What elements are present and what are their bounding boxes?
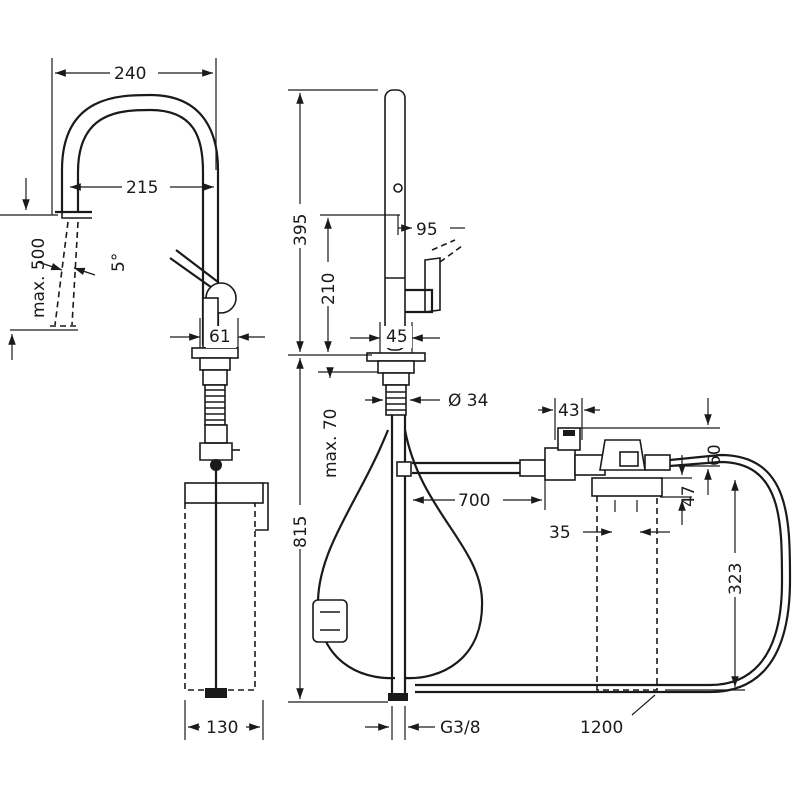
- threaded-shank-front: [385, 384, 407, 416]
- dim-215: 215: [126, 178, 158, 198]
- front-view: 395 210 95 45 Ø 34 max. 70 815: [288, 89, 488, 740]
- dim-700: 700: [458, 491, 490, 511]
- dim-395: 395: [291, 214, 311, 246]
- dim-815: 815: [291, 516, 311, 548]
- dim-g38: G3/8: [440, 718, 481, 738]
- dim-47: 47: [679, 485, 699, 507]
- dim-43: 43: [558, 401, 580, 421]
- dim-angle: 5°: [109, 253, 129, 272]
- dim-60: 60: [705, 444, 725, 466]
- dim-max-70: max. 70: [321, 409, 341, 478]
- dim-210: 210: [319, 273, 339, 305]
- dim-240: 240: [114, 64, 146, 84]
- dim-45: 45: [386, 327, 408, 347]
- dim-323: 323: [726, 563, 746, 595]
- dim-max-500: max. 500: [29, 238, 49, 318]
- dim-130: 130: [206, 718, 238, 738]
- valve-box-assembly: 700 43 60 47 35 323 1200: [412, 398, 792, 738]
- dim-61: 61: [209, 327, 231, 347]
- dim-95: 95: [416, 220, 438, 240]
- side-view: 130 240 215 max. 500 5° 61: [0, 58, 269, 740]
- dim-35: 35: [549, 523, 571, 543]
- dim-diameter-34: Ø 34: [448, 391, 488, 411]
- dim-1200: 1200: [580, 718, 623, 738]
- threaded-shank-left: [204, 384, 226, 426]
